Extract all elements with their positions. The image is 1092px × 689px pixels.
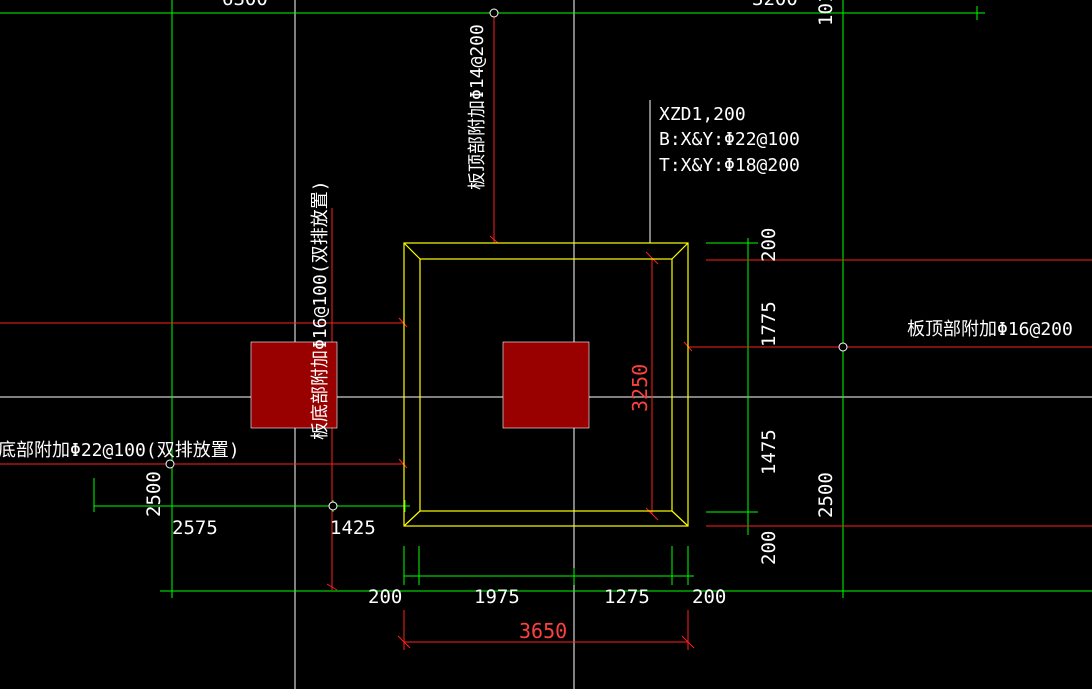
dim-right-200-top: 200 [758,228,780,262]
column-left[interactable] [250,341,338,429]
dim-bottom-1275: 1275 [604,586,650,608]
dim-right-1475: 1475 [758,429,780,475]
cap-corner-line [403,242,421,260]
dim-bottom-1975: 1975 [474,586,520,608]
dim-bottom-200-left: 200 [368,586,402,608]
dim-top-partial-right: 3200 [752,0,798,10]
dim-top-partial-left: 6300 [222,0,268,10]
dim-cap-vertical-3250: 3250 [628,364,652,412]
cap-name-label: XZD1,200 [659,104,746,125]
dim-right-2500: 2500 [815,472,837,518]
red-tick [645,507,659,521]
dim-bottom-200-right: 200 [692,586,726,608]
dim-right-1775: 1775 [758,301,780,347]
note-top-slab-bar-vertical: 板顶部附加Φ14@200 [467,24,488,190]
dim-right-200-bottom: 200 [758,531,780,565]
dim-top-partial-far-right: 101 [815,0,837,26]
dim-left-vertical-2500: 2500 [143,471,165,517]
red-tick [645,251,659,265]
marker-circle [328,501,338,511]
marker-circle [489,8,499,18]
red-tick [489,235,499,244]
note-bottom-bar-left: 底部附加Φ22@100(双排放置) [0,440,240,461]
note-bottom-bar-vertical: 板底部附加Φ16@100(双排放置) [310,180,331,440]
rebar-markers [165,8,848,511]
marker-circle [165,459,175,469]
cap-outer-outline[interactable] [403,242,689,527]
column-cap-xzd1[interactable] [403,242,689,527]
cap-corner-line [671,510,689,527]
red-tick [326,583,338,591]
dim-bottom-overall-3650: 3650 [519,619,567,643]
red-tick [398,458,408,469]
cap-corner-line [403,510,421,527]
dim-left-2575: 2575 [172,517,218,539]
red-tick [397,635,411,649]
column-center[interactable] [502,341,590,429]
note-top-slab-bar-right: 板顶部附加Φ16@200 [907,319,1073,340]
cap-top-bars-label: T:X&Y:Φ18@200 [659,155,800,176]
cap-bottom-bars-label: B:X&Y:Φ22@100 [659,129,800,150]
dim-left-1425: 1425 [330,517,376,539]
marker-circle [838,342,848,352]
cap-corner-line [671,242,689,260]
red-tick [398,317,408,328]
red-tick [681,635,695,649]
cap-inner-outline [419,258,673,512]
